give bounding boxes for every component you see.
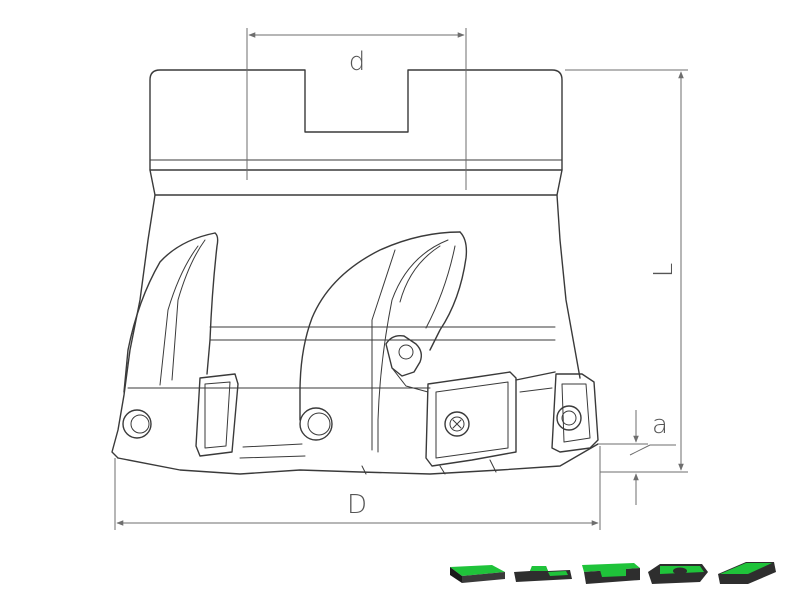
dimension-d: d — [246, 28, 467, 190]
insert-icon-plate — [582, 563, 640, 584]
dimension-a: a — [598, 410, 676, 505]
dimension-D: D — [114, 446, 601, 530]
dimension-label-L: L — [649, 263, 679, 278]
dimension-label-D: D — [347, 490, 367, 520]
insert-icon-round — [648, 564, 708, 584]
dimension-label-d: d — [349, 47, 366, 77]
insert-icon-wedge — [718, 562, 776, 584]
insert-icons — [450, 562, 776, 584]
insert-icon-square — [450, 565, 505, 583]
dimension-L: L — [565, 69, 688, 473]
insert-icon-stepped — [514, 566, 572, 582]
cutter-body — [111, 69, 599, 475]
dimension-label-a: a — [652, 410, 668, 440]
